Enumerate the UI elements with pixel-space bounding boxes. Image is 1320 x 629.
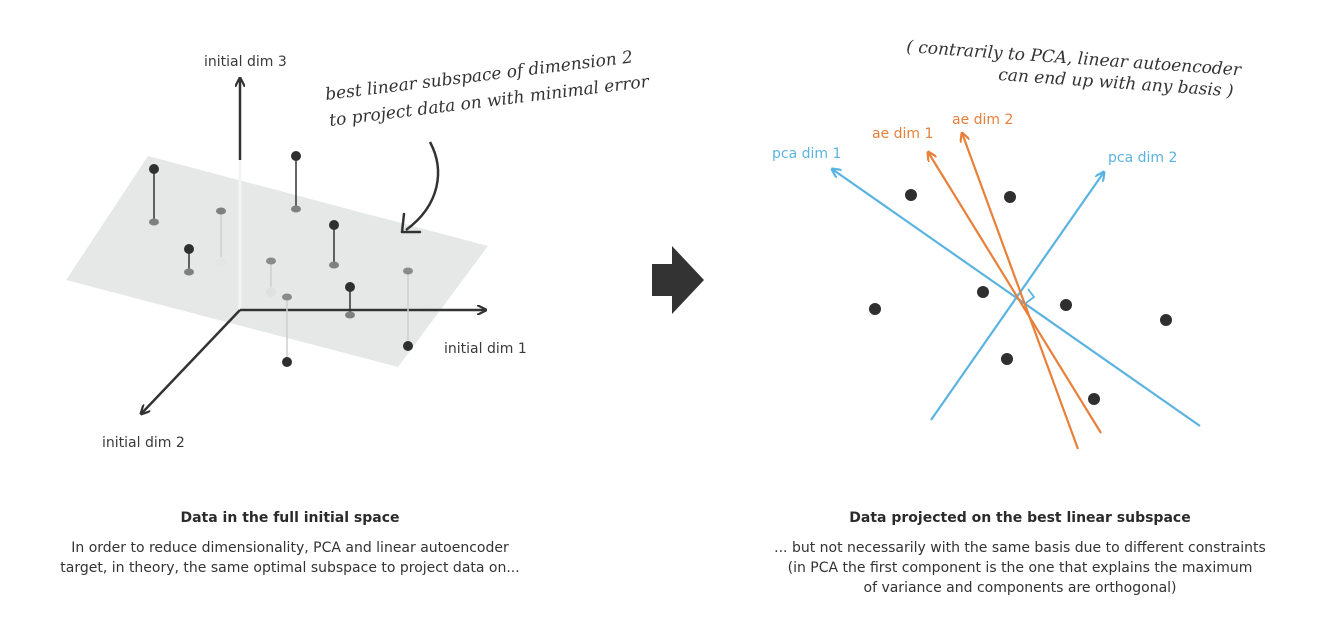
projected-points xyxy=(869,189,1172,405)
pca-dim2-label: pca dim 2 xyxy=(1108,150,1177,166)
axis-label-dim3: initial dim 3 xyxy=(204,54,287,70)
ae-dim2-line xyxy=(962,133,1080,450)
ae-dim2-label: ae dim 2 xyxy=(952,112,1013,128)
projected-point xyxy=(291,205,301,213)
annotation-arrowhead xyxy=(400,212,422,234)
data-point xyxy=(149,164,159,174)
data-point xyxy=(1160,314,1172,326)
projected-point xyxy=(184,268,194,276)
annotation-arrow xyxy=(405,141,440,232)
right-caption-line: (in PCA the first component is the one t… xyxy=(787,560,1253,576)
data-point xyxy=(1060,299,1072,311)
projected-point xyxy=(345,311,355,319)
data-point xyxy=(345,282,355,292)
projected-point xyxy=(149,218,159,226)
data-point xyxy=(905,189,917,201)
right-caption-title: Data projected on the best linear subspa… xyxy=(849,510,1191,526)
left-caption-line: In order to reduce dimensionality, PCA a… xyxy=(71,540,509,556)
best-subspace-plane xyxy=(66,156,488,367)
ae-dim1-line xyxy=(928,152,1102,434)
right-caption: Data projected on the best linear subspa… xyxy=(730,510,1310,598)
data-point xyxy=(282,357,292,367)
left-caption-line: target, in theory, the same optimal subs… xyxy=(60,560,520,576)
right-angle-marker xyxy=(1025,288,1036,304)
data-point xyxy=(977,286,989,298)
data-point xyxy=(869,303,881,315)
left-caption-title: Data in the full initial space xyxy=(180,510,400,526)
projected-point xyxy=(266,257,276,265)
data-point xyxy=(216,257,226,267)
projected-point xyxy=(216,207,226,215)
ae-dim1-label: ae dim 1 xyxy=(872,126,933,142)
right-caption-line: of variance and components are orthogona… xyxy=(863,580,1177,596)
left-3d-view: initial dim 3 initial dim 1 initial dim … xyxy=(66,47,651,451)
left-caption: Data in the full initial space In order … xyxy=(30,510,550,578)
right-2d-view: pca dim 1 pca dim 2 ae dim 1 ae dim 2 ( … xyxy=(772,37,1242,450)
axis-dim2 xyxy=(141,309,241,414)
axis-label-dim1: initial dim 1 xyxy=(444,341,527,357)
data-point xyxy=(1004,191,1016,203)
transition-arrow-icon xyxy=(652,246,704,314)
data-point xyxy=(403,341,413,351)
data-point xyxy=(266,287,276,297)
data-point xyxy=(184,244,194,254)
data-point xyxy=(1001,353,1013,365)
axis-label-dim2: initial dim 2 xyxy=(102,435,185,451)
pca-dim1-label: pca dim 1 xyxy=(772,146,841,162)
data-point-group xyxy=(149,151,413,367)
data-point xyxy=(1088,393,1100,405)
projected-point xyxy=(403,267,413,275)
data-point xyxy=(329,220,339,230)
data-point xyxy=(291,151,301,161)
projected-point xyxy=(329,261,339,269)
right-caption-line: ... but not necessarily with the same ba… xyxy=(774,540,1266,556)
projected-point xyxy=(282,293,292,301)
